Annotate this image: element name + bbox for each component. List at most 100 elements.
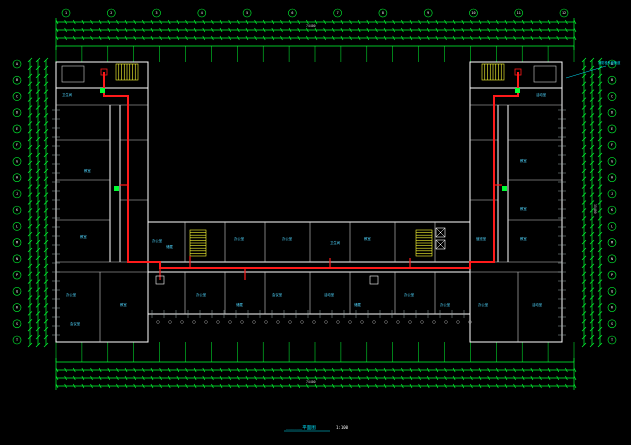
svg-text:R: R <box>16 306 19 310</box>
room-label: 办公室 <box>404 292 415 297</box>
building-walls <box>55 61 563 343</box>
svg-text:L: L <box>611 224 613 228</box>
svg-text:Q: Q <box>611 289 613 293</box>
room-label: 会议室 <box>272 292 283 297</box>
svg-text:C: C <box>16 94 18 98</box>
grid-bubble: C <box>607 92 617 101</box>
room-label: 办公室 <box>152 238 163 243</box>
room-label: 会议室 <box>70 321 81 326</box>
room-label: 卫生间 <box>330 240 341 245</box>
grid-bubble: K <box>607 205 617 215</box>
svg-text:1: 1 <box>65 11 67 15</box>
grid-bubble: A <box>12 59 22 69</box>
svg-text:4: 4 <box>201 11 203 15</box>
grid-bubble: L <box>607 222 617 231</box>
left-dimension-strings <box>27 57 49 348</box>
svg-text:N: N <box>611 257 613 261</box>
top-total-dimension: 74400 <box>306 24 316 28</box>
svg-text:T: T <box>16 338 18 342</box>
svg-text:H: H <box>611 176 613 180</box>
svg-text:K: K <box>611 208 614 212</box>
room-label: 办公室 <box>478 302 489 307</box>
room-label: 办公室 <box>440 302 451 307</box>
svg-text:R: R <box>611 306 614 310</box>
room-labels: 教室 教室 卫生间 办公室 会议室 教室 办公室 储藏 办公室 办公室 卫生间 … <box>62 92 547 326</box>
room-label: 值班室 <box>476 236 487 241</box>
svg-text:10: 10 <box>471 11 475 15</box>
svg-text:A: A <box>16 62 18 66</box>
svg-text:M: M <box>16 241 18 245</box>
svg-text:F: F <box>611 143 613 147</box>
grid-bubble: R <box>12 303 22 312</box>
grid-bubble: C <box>12 92 22 101</box>
drawing-title: ______平面图 <box>286 425 316 431</box>
svg-text:P: P <box>16 273 18 277</box>
svg-text:M: M <box>611 241 613 245</box>
svg-text:8: 8 <box>382 11 384 15</box>
grid-bubble: Q <box>607 286 617 296</box>
grid-bubble: 11 <box>514 8 524 18</box>
grid-bubble: F <box>607 140 617 150</box>
svg-text:C: C <box>611 94 613 98</box>
grid-bubble: N <box>607 254 617 264</box>
svg-text:P: P <box>611 273 613 277</box>
svg-text:6: 6 <box>291 11 293 15</box>
room-label: 活动室 <box>536 92 547 97</box>
grid-bubble: 1 <box>61 8 71 18</box>
svg-text:11: 11 <box>517 11 521 15</box>
pipe-annotation: 消防栓系统管道 <box>565 60 621 79</box>
svg-text:Q: Q <box>16 289 18 293</box>
grid-bubble: 12 <box>559 8 569 18</box>
grid-bubble: S <box>607 319 617 329</box>
room-label: 储藏 <box>354 302 361 307</box>
room-label: 教室 <box>520 158 527 163</box>
svg-text:7: 7 <box>337 11 339 15</box>
grid-bubble: M <box>12 238 22 247</box>
svg-text:N: N <box>16 257 18 261</box>
room-label: 办公室 <box>66 292 77 297</box>
room-label: 教室 <box>120 302 127 307</box>
room-label: 办公室 <box>282 236 293 241</box>
room-label: 教室 <box>364 236 371 241</box>
grid-bubble: G <box>607 157 617 166</box>
bottom-total-dimension: 74400 <box>306 380 316 384</box>
stairs <box>115 63 505 257</box>
grid-bubble: 8 <box>378 8 388 18</box>
svg-text:J: J <box>16 192 18 196</box>
room-label: 活动室 <box>532 302 543 307</box>
svg-text:F: F <box>16 143 18 147</box>
svg-text:5: 5 <box>246 11 248 15</box>
room-label: 活动室 <box>324 292 335 297</box>
hydrant-markers <box>100 88 520 285</box>
grid-bubble: J <box>12 189 22 199</box>
grid-bubble: 10 <box>469 8 478 18</box>
room-label: 教室 <box>80 234 87 239</box>
svg-text:D: D <box>611 111 613 115</box>
grid-bubble: J <box>607 189 617 199</box>
svg-text:A: A <box>611 62 613 66</box>
grid-bubble: Q <box>12 286 22 296</box>
grid-bubble: K <box>12 205 22 215</box>
grid-bubble: 3 <box>152 8 161 18</box>
svg-text:E: E <box>611 127 613 131</box>
room-label: 教室 <box>520 236 527 241</box>
grid-bubble: 2 <box>106 8 116 18</box>
grid-bubble: 5 <box>242 8 252 18</box>
svg-text:S: S <box>611 322 613 326</box>
grid-bubble: R <box>607 303 617 312</box>
svg-text:G: G <box>16 159 18 163</box>
room-label: 办公室 <box>196 292 207 297</box>
svg-text:K: K <box>16 208 19 212</box>
grid-bubble: 9 <box>423 8 433 18</box>
room-label: 教室 <box>520 206 527 211</box>
svg-text:S: S <box>16 322 18 326</box>
grid-bubble: 6 <box>288 8 297 18</box>
grid-bubble: B <box>12 75 22 85</box>
svg-text:2: 2 <box>110 11 112 15</box>
grid-bubble: E <box>607 124 617 134</box>
svg-text:J: J <box>611 192 613 196</box>
grid-bubble: 4 <box>197 8 207 18</box>
svg-text:12: 12 <box>562 11 566 15</box>
